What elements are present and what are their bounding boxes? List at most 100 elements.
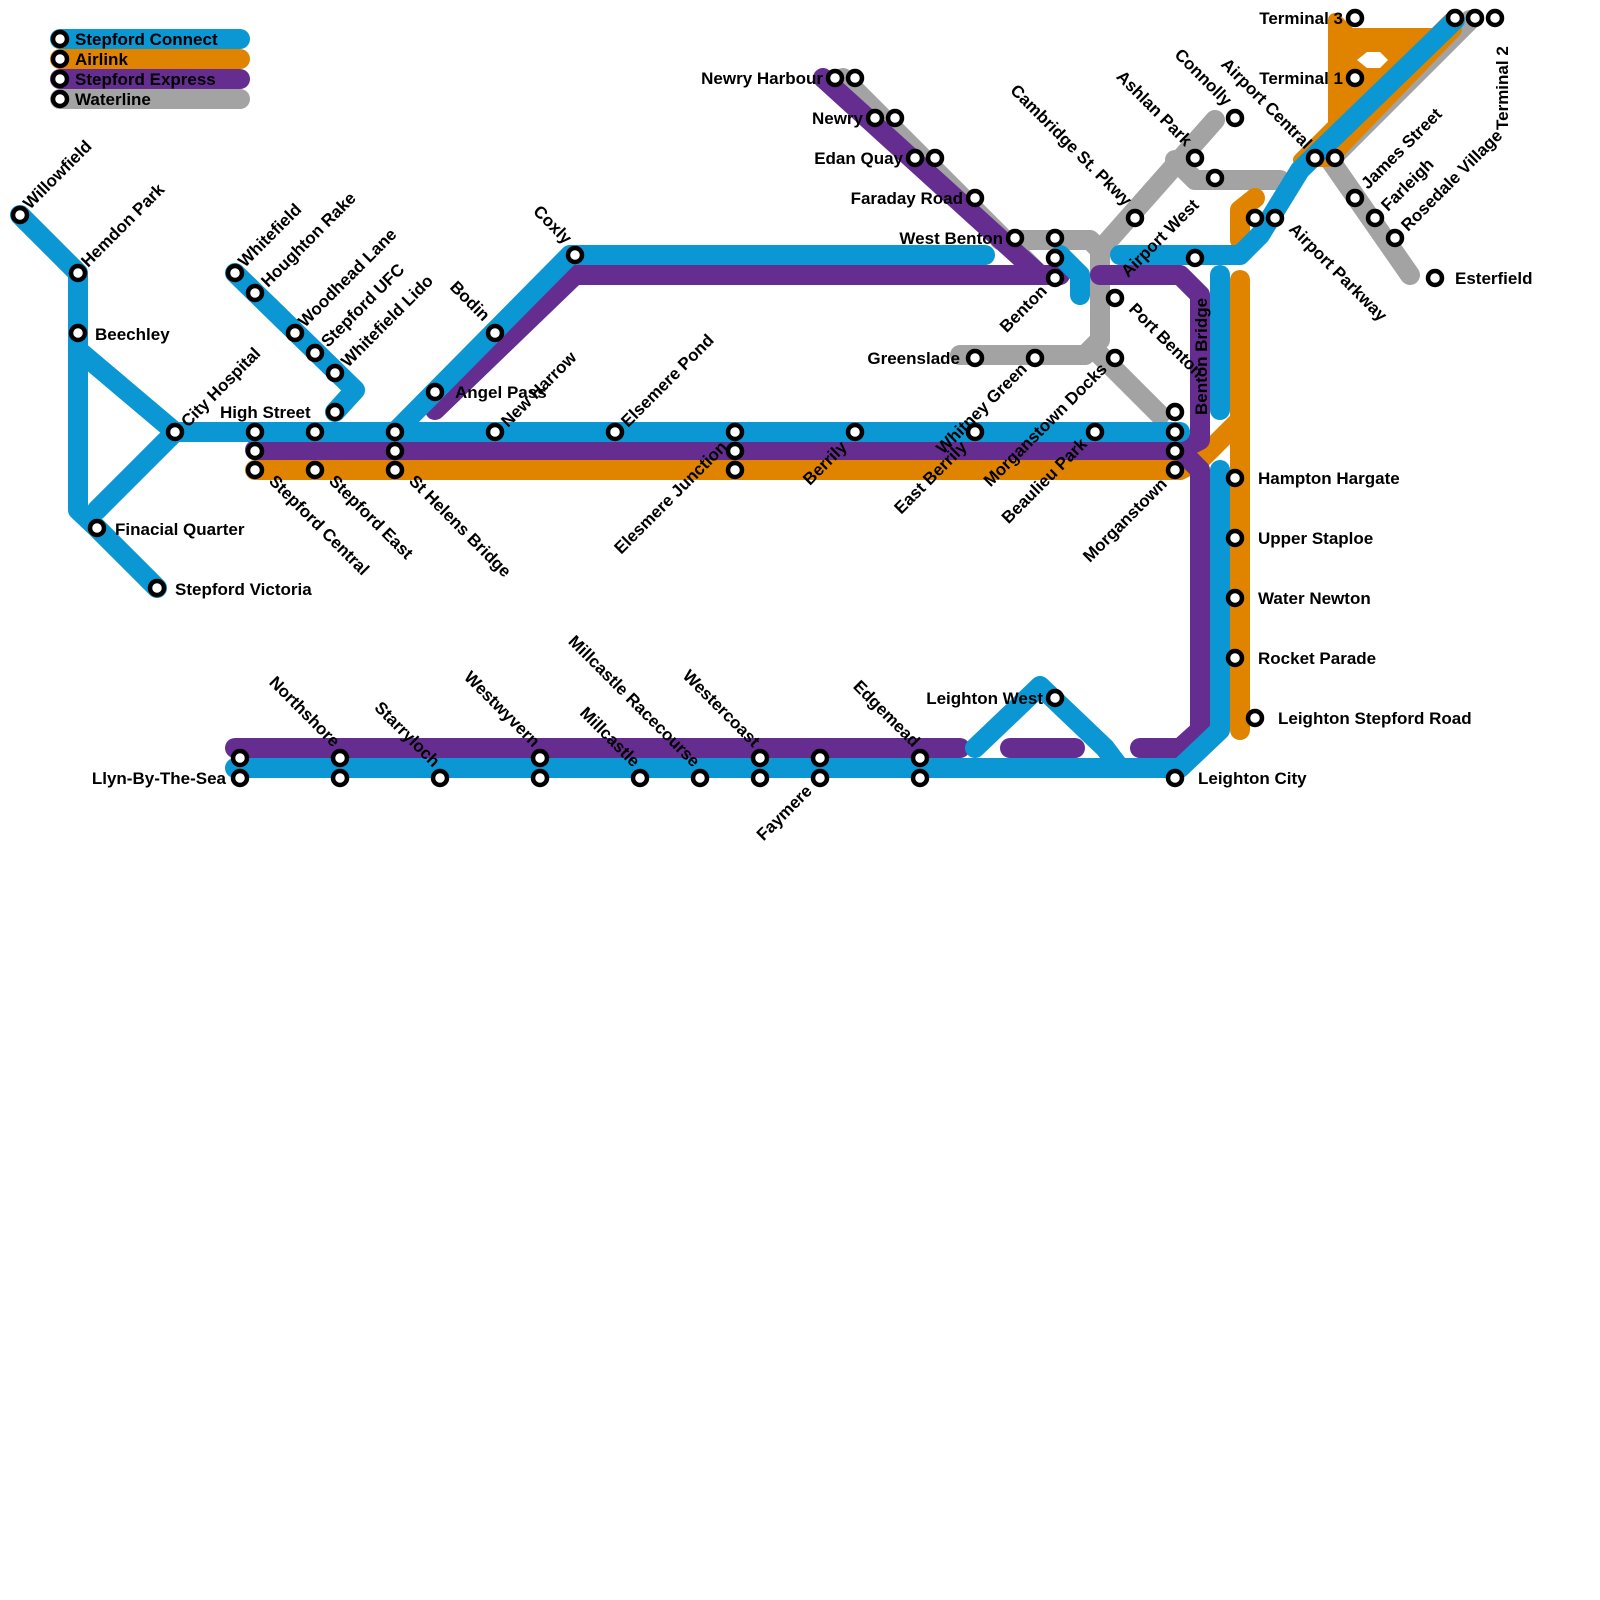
station-high-street[interactable] (325, 402, 345, 422)
legend-station-icon (50, 49, 70, 69)
station-northshore[interactable] (330, 748, 350, 768)
station-new-harrow[interactable] (485, 422, 505, 442)
station-rocket-parade[interactable] (1225, 648, 1245, 668)
station-airport-parkway[interactable] (1245, 208, 1265, 228)
station-westwyvern[interactable] (530, 768, 550, 788)
station-faymere[interactable] (810, 748, 830, 768)
station-morganstown-docks[interactable] (1105, 348, 1125, 368)
station-benton[interactable] (1045, 248, 1065, 268)
station-edan-quay[interactable] (925, 148, 945, 168)
station-stepford-ufc[interactable] (305, 343, 325, 363)
legend: Stepford Connect Airlink Stepford Expres… (50, 29, 250, 109)
station-elesmere-junction[interactable] (725, 460, 745, 480)
station-beechley[interactable] (68, 323, 88, 343)
station-benton[interactable] (1045, 228, 1065, 248)
station-coxly[interactable] (565, 245, 585, 265)
station-morganstown[interactable] (1165, 441, 1185, 461)
station-water-newton[interactable] (1225, 588, 1245, 608)
station-willowfield[interactable] (10, 205, 30, 225)
station-finacial-quarter[interactable] (87, 518, 107, 538)
station-airport-central[interactable] (1305, 148, 1325, 168)
station-ashlan-park[interactable] (1185, 148, 1205, 168)
station-llyn-by-the-sea[interactable] (230, 768, 250, 788)
station-upper-staploe[interactable] (1225, 528, 1245, 548)
station-port-benton[interactable] (1105, 288, 1125, 308)
station-westercoast[interactable] (750, 748, 770, 768)
station-st-helens-bridge[interactable] (385, 460, 405, 480)
station-elsemere-pond[interactable] (605, 422, 625, 442)
station-faymere[interactable] (810, 768, 830, 788)
label-faymere: Faymere (753, 781, 816, 844)
station-airport-west[interactable] (1205, 168, 1225, 188)
label-angel-pass: Angel Pass (455, 383, 547, 402)
station-hemdon-park[interactable] (68, 263, 88, 283)
station-woodhead-lane[interactable] (285, 323, 305, 343)
station-millcastle[interactable] (630, 768, 650, 788)
station-st-helens-bridge[interactable] (385, 422, 405, 442)
station-terminal-2[interactable] (1465, 8, 1485, 28)
station-city-hospital[interactable] (165, 422, 185, 442)
station-stepford-east[interactable] (305, 422, 325, 442)
station-stepford-central[interactable] (245, 441, 265, 461)
station-angel-pass[interactable] (425, 382, 445, 402)
station-houghton-rake[interactable] (245, 283, 265, 303)
station-terminal-1[interactable] (1345, 68, 1365, 88)
station-northshore[interactable] (330, 768, 350, 788)
station-bodin[interactable] (485, 323, 505, 343)
station-terminal-2[interactable] (1485, 8, 1505, 28)
station-millcastle-racecourse[interactable] (690, 768, 710, 788)
station-airport-parkway[interactable] (1265, 208, 1285, 228)
station-leighton-city[interactable] (1165, 768, 1185, 788)
station-edgemead[interactable] (910, 768, 930, 788)
station-llyn-by-the-sea[interactable] (230, 748, 250, 768)
station-elesmere-junction[interactable] (725, 441, 745, 461)
label-terminal-1: Terminal 1 (1259, 69, 1343, 88)
station-whitney-green[interactable] (965, 422, 985, 442)
station-benton-bridge[interactable] (1185, 248, 1205, 268)
station-morganstown[interactable] (1165, 422, 1185, 442)
station-morganstown[interactable] (1165, 402, 1185, 422)
station-west-benton[interactable] (1005, 228, 1025, 248)
station-hampton-hargate[interactable] (1225, 468, 1245, 488)
station-benton[interactable] (1045, 268, 1065, 288)
station-edgemead[interactable] (910, 748, 930, 768)
station-connolly[interactable] (1225, 108, 1245, 128)
station-morganstown[interactable] (1165, 460, 1185, 480)
station-whitefield[interactable] (225, 263, 245, 283)
station-newry[interactable] (885, 108, 905, 128)
station-esterfield[interactable] (1425, 268, 1445, 288)
legend-label: Waterline (75, 90, 151, 109)
station-newry-harbour[interactable] (845, 68, 865, 88)
station-airport-central[interactable] (1325, 148, 1345, 168)
station-stepford-central[interactable] (245, 460, 265, 480)
station-berrily[interactable] (845, 422, 865, 442)
station-newry-harbour[interactable] (825, 68, 845, 88)
station-stepford-east[interactable] (305, 460, 325, 480)
station-terminal-2[interactable] (1445, 8, 1465, 28)
station-faraday-road[interactable] (965, 188, 985, 208)
station-whitney-green-waterline[interactable] (1025, 348, 1045, 368)
station-stepford-victoria[interactable] (147, 578, 167, 598)
station-farleigh[interactable] (1365, 208, 1385, 228)
station-greenslade[interactable] (965, 348, 985, 368)
station-james-street[interactable] (1345, 188, 1365, 208)
station-starryloch[interactable] (430, 768, 450, 788)
station-newry[interactable] (865, 108, 885, 128)
label-connolly: Connolly (1171, 45, 1236, 110)
station-leighton-west[interactable] (1045, 688, 1065, 708)
station-whitefield-lido[interactable] (325, 363, 345, 383)
label-st-helens-bridge: St Helens Bridge (405, 471, 515, 581)
station-st-helens-bridge[interactable] (385, 441, 405, 461)
station-rosedale-village[interactable] (1385, 228, 1405, 248)
station-leighton-stepford-road[interactable] (1245, 708, 1265, 728)
station-beaulieu-park[interactable] (1085, 422, 1105, 442)
station-edan-quay[interactable] (905, 148, 925, 168)
station-westwyvern[interactable] (530, 748, 550, 768)
station-westercoast[interactable] (750, 768, 770, 788)
legend-label: Stepford Express (75, 70, 216, 89)
label-west-benton: West Benton (899, 229, 1003, 248)
station-elesmere-junction[interactable] (725, 422, 745, 442)
station-cambridge-st-pkwy[interactable] (1125, 208, 1145, 228)
station-terminal-3[interactable] (1345, 8, 1365, 28)
station-stepford-central[interactable] (245, 422, 265, 442)
